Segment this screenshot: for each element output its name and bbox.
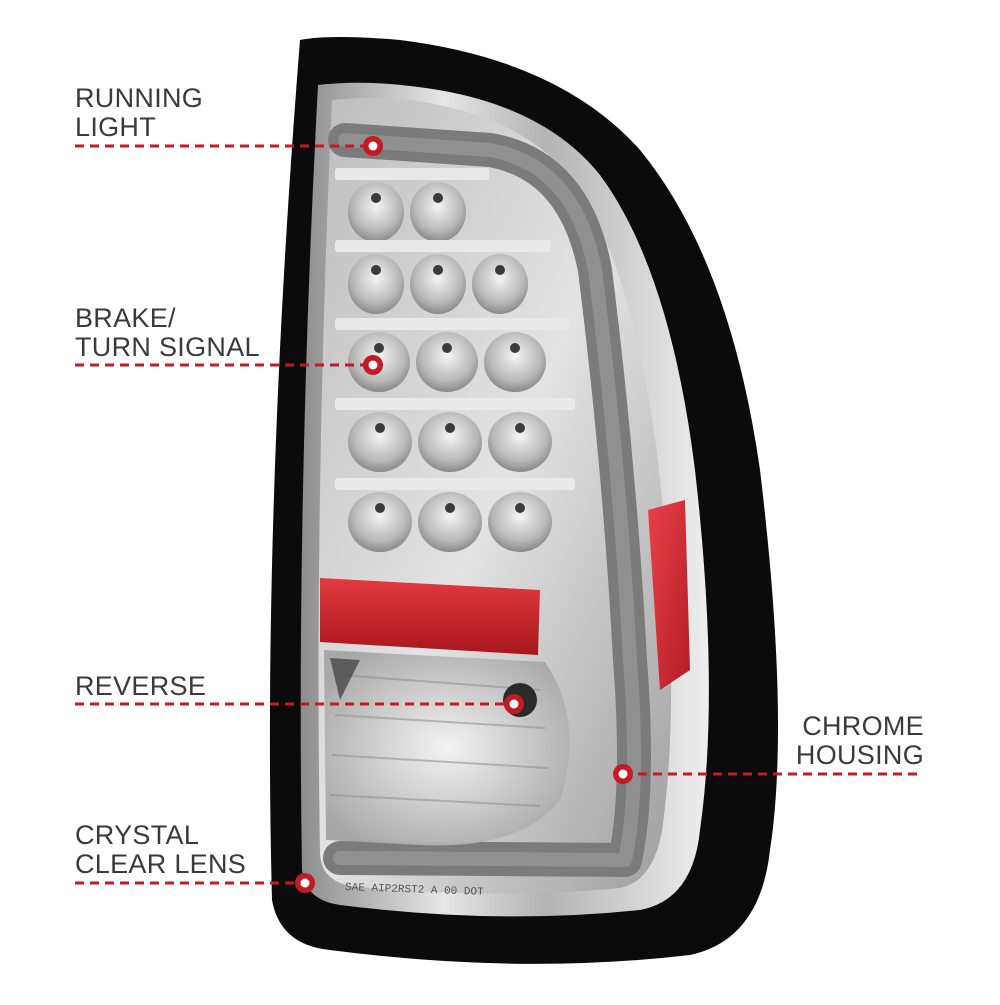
callout-line: HOUSING: [795, 740, 924, 770]
callout-label-reverse: REVERSE: [75, 672, 206, 701]
led-chip: [433, 265, 443, 275]
callout-label-crystal-clear-lens: CRYSTAL CLEAR LENS: [75, 821, 246, 879]
callout-line: TURN SIGNAL: [75, 332, 260, 362]
led-chip: [515, 503, 525, 513]
callout-label-running-light: RUNNING LIGHT: [75, 84, 203, 142]
led-chip: [510, 343, 520, 353]
led-chip: [515, 423, 525, 433]
callout-marker-center: [368, 360, 378, 370]
led-row-divider: [335, 398, 575, 410]
led-chip: [442, 343, 452, 353]
led-chip: [445, 503, 455, 513]
led-chip: [375, 503, 385, 513]
led-cell: [416, 332, 478, 392]
led-cell: [472, 254, 528, 314]
led-chip: [371, 193, 381, 203]
led-cell: [418, 412, 482, 472]
callout-line: CLEAR LENS: [75, 849, 247, 879]
led-cell: [418, 492, 482, 552]
led-row-divider: [335, 168, 489, 180]
led-cell: [488, 492, 552, 552]
callout-marker-center: [618, 769, 628, 779]
callout-line: CHROME: [802, 711, 924, 741]
callout-leaders: [75, 136, 922, 893]
led-cell: [484, 332, 546, 392]
callout-line: RUNNING: [75, 83, 204, 113]
callout-label-chrome-housing: CHROME HOUSING: [796, 712, 924, 770]
led-cell: [410, 182, 466, 242]
callout-line: CRYSTAL: [75, 820, 200, 850]
led-row-divider: [335, 318, 569, 330]
callout-label-brake-turn-signal: BRAKE/ TURN SIGNAL: [75, 304, 260, 362]
callout-line: BRAKE/: [75, 303, 176, 333]
callout-marker-center: [509, 699, 519, 709]
led-chip: [371, 265, 381, 275]
led-cell: [348, 254, 404, 314]
led-cell: [410, 254, 466, 314]
led-row-divider: [335, 478, 575, 490]
led-chip: [495, 265, 505, 275]
side-reflector: [648, 500, 690, 690]
reverse-light-lens: [324, 650, 570, 846]
led-chip: [375, 423, 385, 433]
callout-marker-center: [368, 141, 378, 151]
led-cell: [348, 182, 404, 242]
led-cell: [348, 412, 412, 472]
led-cell: [488, 412, 552, 472]
led-chip: [374, 343, 384, 353]
callout-line: LIGHT: [75, 112, 157, 142]
led-chip: [433, 193, 443, 203]
led-chip: [445, 423, 455, 433]
led-row-divider: [335, 240, 551, 252]
red-reflector-bar: [320, 578, 540, 655]
lens-marking-text: SAE AIP2RST2 A 00 DOT: [345, 882, 484, 899]
callout-line: REVERSE: [75, 671, 207, 701]
callout-marker-center: [300, 878, 310, 888]
led-cell: [348, 492, 412, 552]
